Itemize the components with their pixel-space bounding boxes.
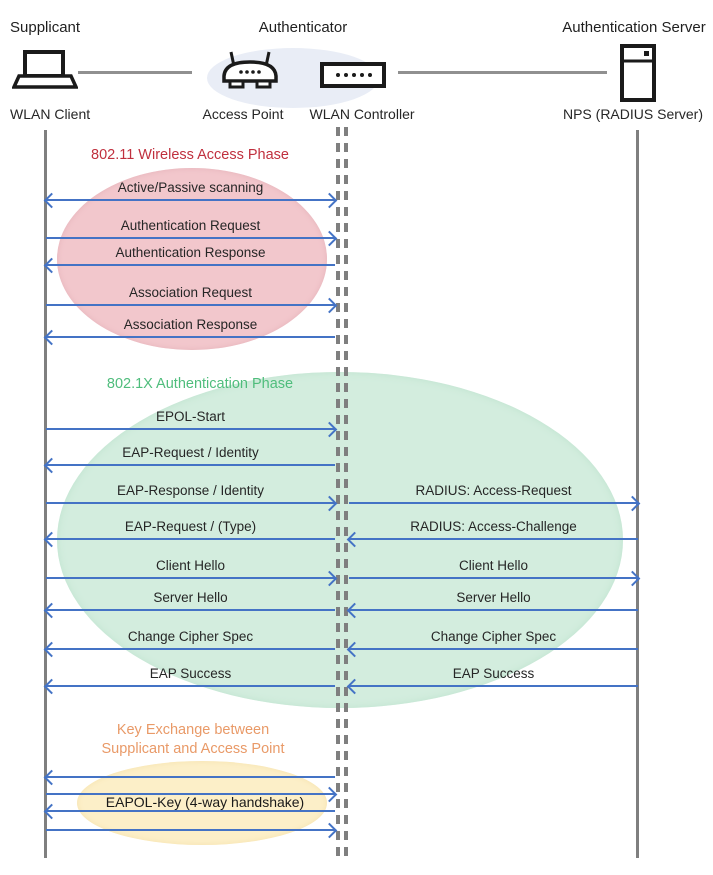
phase1-title: 802.11 Wireless Access Phase	[91, 147, 289, 163]
message-label: Association Response	[123, 317, 258, 332]
message-label: Client Hello	[458, 558, 529, 573]
message-label: EAP-Request / (Type)	[124, 519, 257, 534]
message-label: EAP Success	[452, 666, 535, 681]
actor-label-supplicant: Supplicant	[10, 19, 81, 36]
lifeline-controller-dashed-1	[336, 127, 340, 858]
message-label: EAP-Response / Identity	[116, 483, 265, 498]
laptop-icon	[12, 50, 78, 92]
lifeline-radius-server	[636, 130, 639, 858]
phase3-title-line1: Key Exchange between	[116, 722, 270, 738]
message-label: RADIUS: Access-Request	[415, 483, 572, 498]
message-label: Change Cipher Spec	[430, 629, 557, 644]
message-arrow	[43, 531, 335, 547]
message-arrow	[46, 495, 338, 511]
message-label: Change Cipher Spec	[127, 629, 254, 644]
message-arrow	[43, 457, 335, 473]
message-arrow	[46, 421, 338, 437]
handshake-label: EAPOL-Key (4-way handshake)	[105, 794, 305, 810]
wlan-controller-icon	[320, 62, 386, 88]
device-label-nps-radius-server: NPS (RADIUS Server)	[562, 106, 704, 122]
actor-label-authenticator: Authenticator	[258, 19, 348, 36]
message-arrow	[43, 641, 335, 657]
message-arrow	[46, 822, 338, 838]
message-arrow	[43, 678, 335, 694]
message-arrow	[346, 678, 638, 694]
connector-line	[78, 71, 192, 74]
phase1-ellipse	[57, 168, 327, 350]
message-arrow	[43, 257, 335, 273]
message-arrow	[346, 602, 638, 618]
phase3-ellipse	[77, 761, 327, 845]
message-label: Authentication Request	[120, 218, 261, 233]
message-arrow	[46, 230, 338, 246]
device-label-access-point: Access Point	[202, 106, 284, 122]
message-arrow	[43, 602, 335, 618]
connector-line	[398, 71, 607, 74]
message-arrow	[349, 570, 641, 586]
message-arrow	[46, 786, 338, 802]
access-point-icon	[220, 50, 280, 92]
message-label: Client Hello	[155, 558, 226, 573]
server-icon	[620, 44, 656, 102]
message-arrow	[43, 192, 338, 208]
device-label-wlan-controller: WLAN Controller	[309, 106, 415, 122]
message-arrow	[43, 803, 335, 819]
message-arrow	[46, 297, 338, 313]
message-label: EAP-Request / Identity	[122, 445, 259, 460]
message-label: EPOL-Start	[155, 409, 226, 424]
message-label: Active/Passive scanning	[117, 180, 264, 195]
message-arrow	[43, 329, 335, 345]
message-label: RADIUS: Access-Challenge	[410, 519, 577, 534]
message-arrow	[43, 769, 335, 785]
message-arrow	[346, 641, 638, 657]
lifeline-controller-dashed-2	[344, 127, 348, 858]
message-arrow	[346, 531, 638, 547]
message-label: Server Hello	[456, 590, 531, 605]
device-label-wlan-client: WLAN Client	[10, 106, 91, 122]
phase2-title: 802.1X Authentication Phase	[106, 376, 294, 392]
phase3-title-line2: Supplicant and Access Point	[101, 741, 285, 757]
message-label: Server Hello	[153, 590, 228, 605]
message-arrow	[349, 495, 641, 511]
message-label: Association Request	[128, 285, 253, 300]
arrowhead-right-icon	[321, 822, 338, 838]
message-arrow	[46, 570, 338, 586]
message-label: Authentication Response	[115, 245, 266, 260]
lifeline-wlan-client	[44, 130, 47, 858]
actor-label-authentication-server: Authentication Server	[562, 19, 706, 36]
message-label: EAP Success	[149, 666, 232, 681]
